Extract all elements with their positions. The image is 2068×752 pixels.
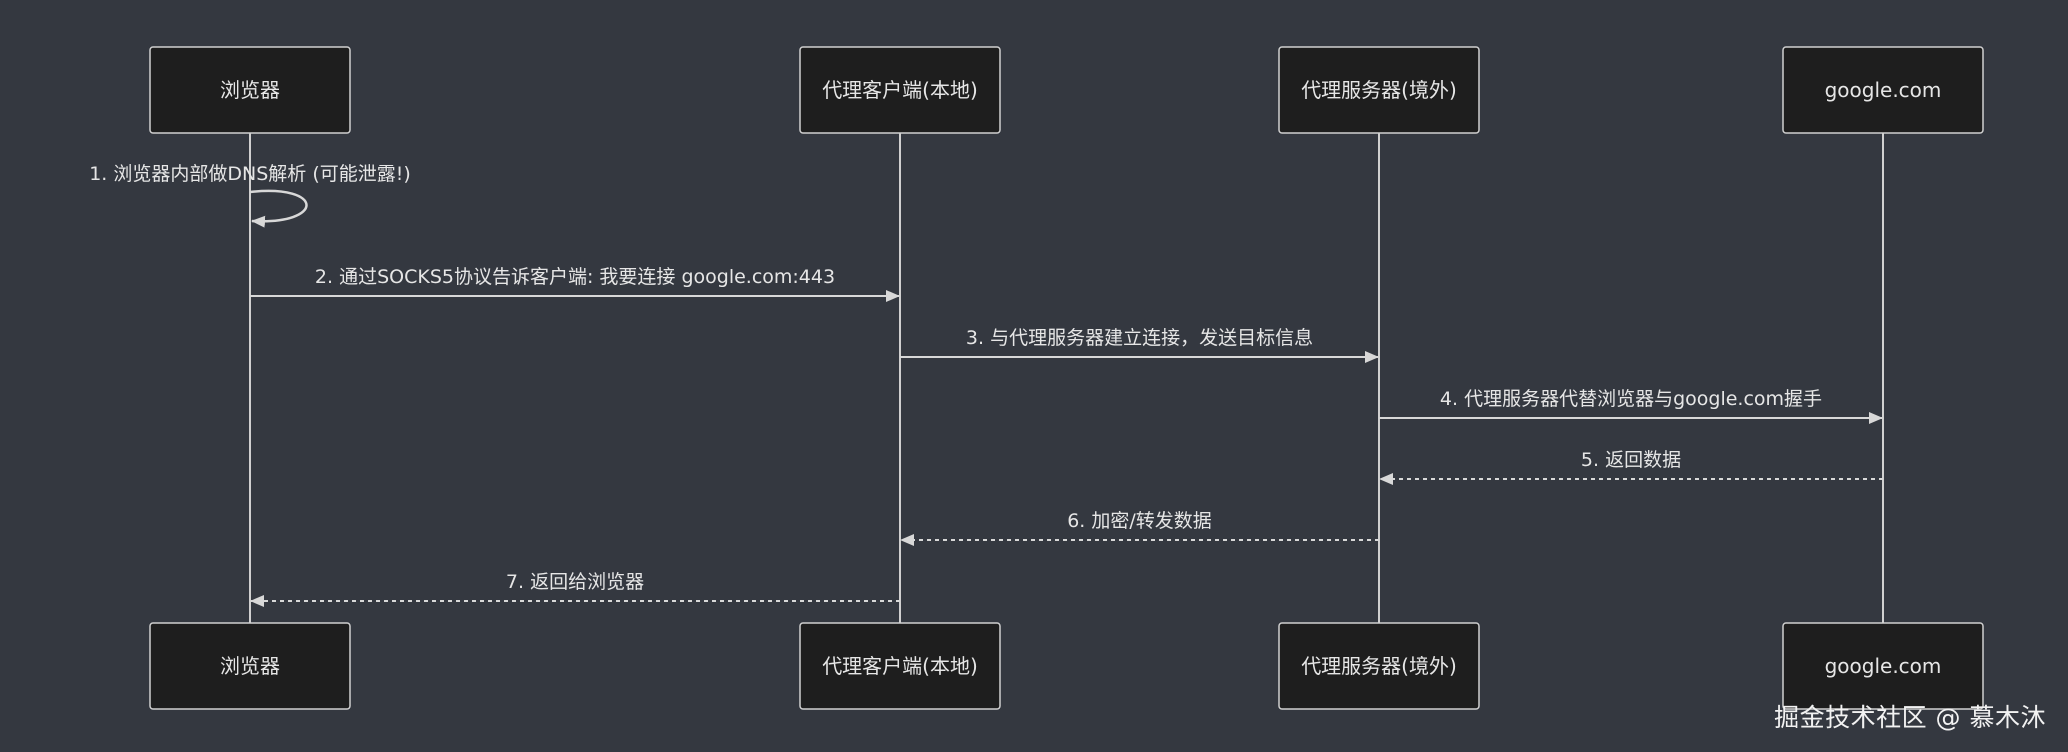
message-label: 2. 通过SOCKS5协议告诉客户端: 我要连接 google.com:443 <box>315 266 835 288</box>
participant-top-2: 代理客户端(本地) <box>799 46 1001 134</box>
participant-label: google.com <box>1825 654 1942 678</box>
participant-box <box>799 46 1001 134</box>
participant-label: 浏览器 <box>220 78 280 102</box>
message-6: 6. 加密/转发数据 <box>900 510 1379 546</box>
message-label: 6. 加密/转发数据 <box>1067 510 1212 532</box>
message-label: 1. 浏览器内部做DNS解析 (可能泄露!) <box>89 163 411 185</box>
participant-box <box>1278 622 1480 710</box>
message-2: 2. 通过SOCKS5协议告诉客户端: 我要连接 google.com:443 <box>250 266 900 302</box>
participant-label: 代理客户端(本地) <box>822 78 978 102</box>
participant-top-1: 浏览器 <box>149 46 351 134</box>
message-4: 4. 代理服务器代替浏览器与google.com握手 <box>1379 388 1883 424</box>
participant-bottom-1: 浏览器 <box>149 622 351 710</box>
participant-box <box>799 622 1001 710</box>
message-label: 3. 与代理服务器建立连接，发送目标信息 <box>966 327 1313 349</box>
message-label: 4. 代理服务器代替浏览器与google.com握手 <box>1440 388 1822 410</box>
message-label: 5. 返回数据 <box>1581 449 1681 471</box>
participant-label: 浏览器 <box>220 654 280 678</box>
participant-top-3: 代理服务器(境外) <box>1278 46 1480 134</box>
participant-box <box>1782 46 1984 134</box>
participant-box <box>1278 46 1480 134</box>
participant-label: 代理服务器(境外) <box>1301 78 1457 102</box>
participant-bottom-4: google.com <box>1782 622 1984 710</box>
message-7: 7. 返回给浏览器 <box>250 571 900 607</box>
message-1: 1. 浏览器内部做DNS解析 (可能泄露!) <box>89 163 411 228</box>
self-message-arrow <box>249 189 308 228</box>
participant-label: 代理服务器(境外) <box>1301 654 1457 678</box>
participant-box <box>149 622 351 710</box>
participant-bottom-2: 代理客户端(本地) <box>799 622 1001 710</box>
message-label: 7. 返回给浏览器 <box>506 571 644 593</box>
message-3: 3. 与代理服务器建立连接，发送目标信息 <box>900 327 1379 363</box>
participant-label: 代理客户端(本地) <box>822 654 978 678</box>
participant-box <box>1782 622 1984 710</box>
participant-box <box>149 46 351 134</box>
participant-label: google.com <box>1825 78 1942 102</box>
watermark: 掘金技术社区 @ 慕木沐 <box>1774 703 2046 732</box>
participant-bottom-3: 代理服务器(境外) <box>1278 622 1480 710</box>
message-5: 5. 返回数据 <box>1379 449 1883 485</box>
participant-top-4: google.com <box>1782 46 1984 134</box>
